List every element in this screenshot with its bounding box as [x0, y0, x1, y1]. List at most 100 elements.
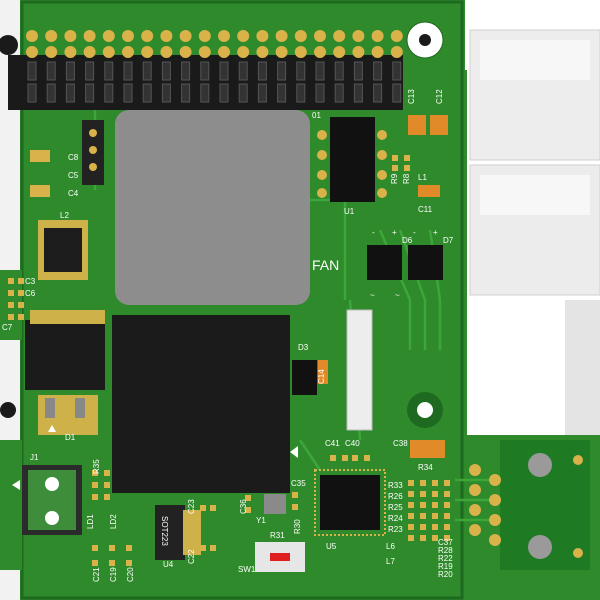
c12-label: C12: [435, 89, 444, 104]
smd-pad: [404, 155, 410, 161]
c35-label: C35: [291, 479, 306, 488]
gpio-pad: [26, 30, 38, 42]
gpio-pin: [315, 83, 325, 103]
smd-pad: [126, 545, 132, 551]
gpio-pin: [27, 83, 37, 103]
ethernet-connector: [469, 440, 590, 570]
gpio-pad: [218, 46, 230, 58]
smd-pad: [18, 302, 24, 308]
chip-u1: [317, 117, 387, 202]
gpio-pin: [353, 83, 363, 103]
l2-label: L2: [60, 211, 69, 220]
main-chips: [112, 110, 310, 493]
gpio-pin: [219, 61, 229, 81]
smd-pad: [420, 491, 426, 497]
smd-pad: [420, 535, 426, 541]
u5-label: U5: [326, 542, 337, 551]
smd-pad: [420, 513, 426, 519]
c8-label: C8: [68, 153, 79, 162]
gpio-pad: [352, 30, 365, 42]
smd-pad: [432, 502, 438, 508]
l1-label: L1: [418, 173, 427, 182]
gpio-pin: [181, 61, 191, 81]
smd-pad: [18, 278, 24, 284]
smd-pad: [408, 535, 414, 541]
c20-label: C20: [126, 567, 135, 582]
gpio-pad: [26, 46, 38, 58]
smd-pad: [210, 505, 216, 511]
gpio-pin: [104, 83, 114, 103]
smd-pad: [330, 455, 336, 461]
ld1-label: LD1: [86, 514, 95, 529]
gpio-pin: [142, 83, 152, 103]
gpio-pad: [160, 30, 173, 42]
r35-label: R35: [92, 459, 101, 474]
c22-label: C22: [187, 549, 196, 564]
gpio-pin: [46, 83, 56, 103]
r8-label: R8: [402, 173, 411, 184]
gpio-pin: [27, 61, 37, 81]
arrow-mark-icon: [12, 480, 20, 490]
gpio-pin: [46, 61, 56, 81]
gpio-pin: [238, 61, 248, 81]
r22-label: R22: [438, 554, 453, 563]
smd-pad: [364, 455, 370, 461]
polarity-marks: [12, 425, 298, 490]
gpio-pad: [294, 30, 307, 42]
c14-label: C14: [317, 369, 326, 384]
l7-label: L7: [386, 557, 395, 566]
gpio-pin: [104, 61, 114, 81]
plus-mark-1: +: [392, 228, 397, 237]
gpio-pin: [257, 61, 267, 81]
gpio-pin: [85, 83, 95, 103]
gpio-pad: [160, 46, 173, 58]
smd-pad: [408, 502, 414, 508]
gpio-pad: [294, 46, 307, 58]
smd-pad: [210, 545, 216, 551]
gpio-pad: [352, 46, 365, 58]
c5-label: C5: [68, 171, 79, 180]
smd-pad: [432, 491, 438, 497]
gpio-pin: [296, 61, 306, 81]
gpio-pin: [315, 61, 325, 81]
smd-pad: [245, 507, 251, 513]
gpio-pad: [45, 46, 58, 58]
u4-label: U4: [163, 560, 174, 569]
gpio-pin: [161, 83, 171, 103]
gpio-pin: [200, 61, 210, 81]
gpio-pin: [65, 61, 75, 81]
gpio-pad: [256, 30, 269, 42]
r28-label: R28: [438, 546, 453, 555]
gpio-pad: [102, 46, 115, 58]
y1-label: Y1: [256, 516, 266, 525]
jumper-j1: [22, 465, 82, 535]
gpio-pad: [64, 46, 77, 58]
pin1-mark: 01: [312, 111, 321, 120]
silkscreen-labels: FAN L2 L1 U1 U4 U5 D1 D3 D6 D7 SW1 Y1 J1…: [2, 89, 454, 582]
gpio-pin: [334, 61, 344, 81]
smd-pad: [92, 470, 98, 476]
gpio-pin: [277, 61, 287, 81]
gpio-pin: [353, 61, 363, 81]
smd-pad: [408, 491, 414, 497]
gpio-pad: [141, 30, 154, 42]
c21-label: C21: [92, 567, 101, 582]
gpio-pad: [314, 30, 326, 42]
j1-label: J1: [30, 453, 39, 462]
gpio-pad: [256, 46, 269, 58]
diode-d3: [292, 360, 317, 395]
smd-pad: [109, 560, 115, 566]
smd-pad: [126, 560, 132, 566]
smd-pad: [392, 155, 398, 161]
ld2-label: LD2: [109, 514, 118, 529]
gpio-pin: [392, 61, 402, 81]
smd-pad: [104, 494, 110, 500]
smd-pad: [200, 545, 206, 551]
c37-label: C37: [438, 538, 453, 547]
smd-pad: [432, 480, 438, 486]
r34-label: R34: [418, 463, 433, 472]
gpio-pin: [85, 61, 95, 81]
c4-label: C4: [68, 189, 79, 198]
gpio-pad: [275, 30, 288, 42]
gpio-pad: [102, 30, 115, 42]
